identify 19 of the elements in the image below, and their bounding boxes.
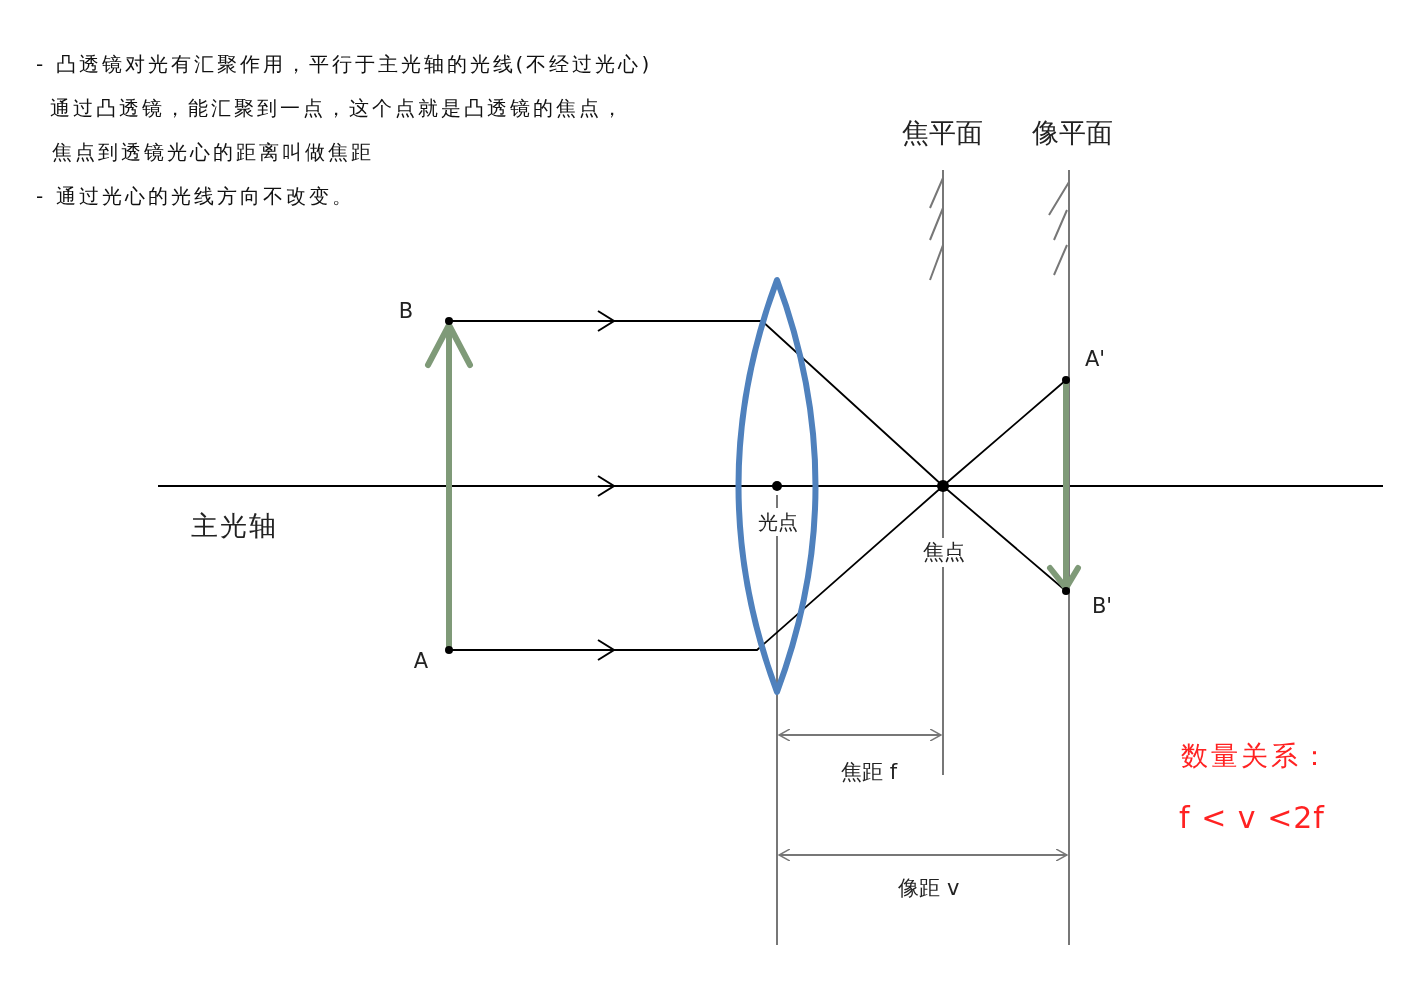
dimension-label: 焦距 f [840, 760, 898, 786]
point-label: B' [1091, 594, 1113, 620]
note-text: 焦点到透镜光心的距离叫做焦距 [52, 140, 374, 164]
relation-formula: f < v <2f [1179, 800, 1325, 836]
relation-heading: 数量关系： [1181, 740, 1331, 773]
note-text: - 凸透镜对光有汇聚作用，平行于主光轴的光线(不经过光心) [36, 52, 653, 76]
point-label: 光点 [758, 508, 798, 536]
note-text: - 通过光心的光线方向不改变。 [36, 184, 355, 208]
axis-label: 主光轴 [190, 510, 278, 543]
point-label: B [398, 299, 414, 325]
plane-label: 焦平面 [901, 117, 983, 150]
plane-label: 像平面 [1031, 117, 1113, 150]
dimension-label: 像距 v [898, 876, 960, 902]
point-label: 焦点 [923, 538, 965, 568]
point-label: A [413, 649, 429, 675]
image-arrow-drawing [1047, 376, 1081, 595]
object-arrow-drawing [425, 317, 473, 654]
point-label: A' [1084, 347, 1106, 373]
note-text: 通过凸透镜，能汇聚到一点，这个点就是凸透镜的焦点， [50, 96, 625, 120]
